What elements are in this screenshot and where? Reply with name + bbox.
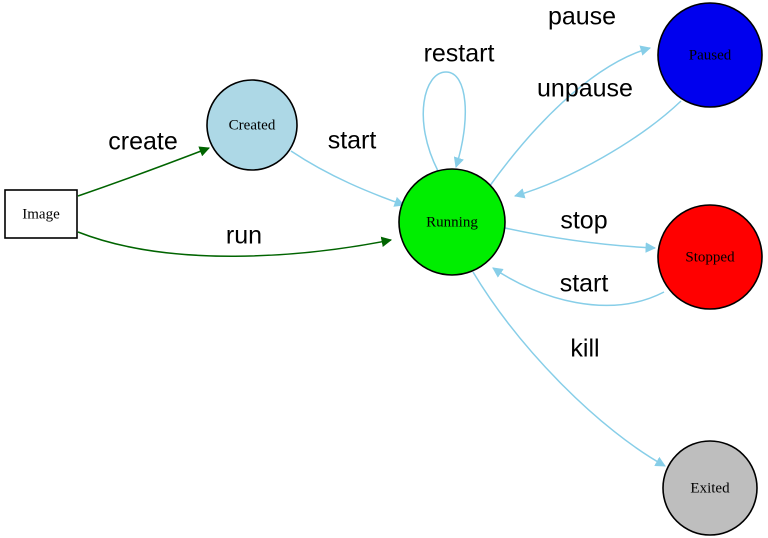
node-created[interactable]: Created [206,79,298,171]
edge-label-kill: kill [570,335,599,363]
node-paused[interactable]: Paused [657,2,763,108]
node-label-paused: Paused [689,47,732,63]
node-shape-created [206,79,298,171]
node-shape-stopped [657,204,763,310]
node-shape-paused [657,2,763,108]
edge-create[interactable] [77,146,210,197]
node-image[interactable]: Image [4,189,78,239]
edge-label-restart: restart [424,40,495,68]
edge-label-create: create [108,128,177,156]
node-label-running: Running [426,214,478,230]
edge-label-start-created: start [328,127,377,155]
node-label-image: Image [22,206,60,222]
node-shape-image [4,189,78,239]
edge-pause[interactable] [488,45,652,188]
edge-unpause[interactable] [513,100,682,199]
edge-start-stopped[interactable] [492,267,665,307]
edge-label-unpause: unpause [537,75,633,103]
edges-layer [77,45,682,467]
edge-label-pause: pause [548,3,616,31]
edge-label-stop: stop [560,207,607,235]
node-shape-running [398,168,506,276]
edge-stop[interactable] [504,227,657,253]
node-stopped[interactable]: Stopped [657,204,763,310]
node-exited[interactable]: Exited [662,440,758,536]
node-label-stopped: Stopped [685,249,735,265]
edge-run[interactable] [77,231,393,257]
edge-labels-layer: create run start restart pause unpause stop sta… [108,3,633,363]
node-running[interactable]: Running [398,168,506,276]
edge-start-created[interactable] [290,150,405,207]
edge-kill[interactable] [472,271,666,467]
edge-restart[interactable] [422,71,466,172]
edge-label-run: run [226,222,262,250]
edge-label-start-stopped: start [560,270,609,298]
node-shape-exited [662,440,758,536]
node-label-exited: Exited [690,480,730,496]
node-label-created: Created [229,117,276,133]
